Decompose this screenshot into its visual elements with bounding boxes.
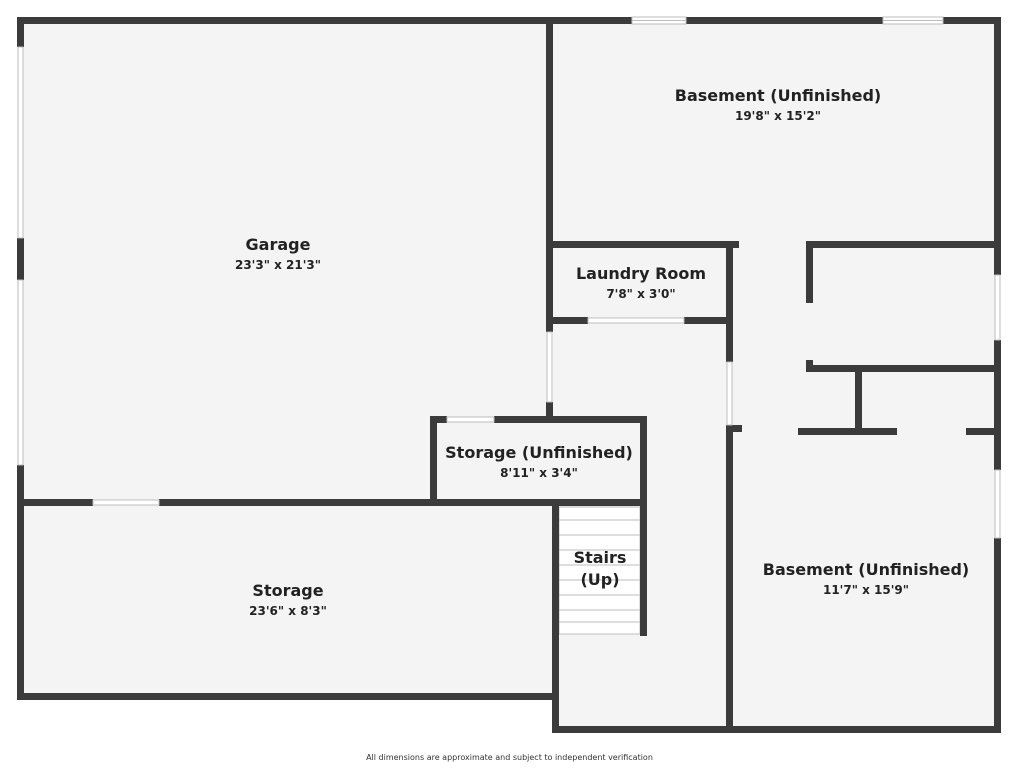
openings <box>17 16 1001 539</box>
room-dims-garage: 23'3" x 21'3" <box>235 258 321 272</box>
door-storage <box>92 499 160 506</box>
door-hall-basement <box>726 361 733 426</box>
door-garage-hall <box>546 331 553 403</box>
room-dims-basement-top: 19'8" x 15'2" <box>735 109 821 123</box>
floor-storage <box>22 505 555 696</box>
wall-closet-post <box>855 365 862 435</box>
wall-laundry-bottom-right <box>684 317 733 324</box>
floor-basement-right <box>732 244 998 727</box>
wall-hall-right-stub <box>726 425 742 432</box>
wall-garage-right-lower <box>546 402 553 422</box>
room-name-basement-bottom: Basement (Unfinished) <box>763 560 969 579</box>
room-name-garage: Garage <box>246 235 311 254</box>
wall-left-mid <box>17 238 24 280</box>
door-storage-small <box>446 416 495 423</box>
room-name-storage-small: Storage (Unfinished) <box>445 443 633 462</box>
wall-bottom-hall-left <box>552 693 559 733</box>
room-dims-storage-small: 8'11" x 3'4" <box>500 466 578 480</box>
wall-storage-top-right <box>159 499 647 506</box>
wall-bottom-storage <box>17 693 559 700</box>
floor-laundry <box>553 246 730 320</box>
wall-bottom <box>552 726 1001 733</box>
wall-left-lower <box>17 465 24 700</box>
wall-storage-small-top-right <box>494 416 647 423</box>
floor-basement-top <box>553 22 998 244</box>
room-name-laundry: Laundry Room <box>576 264 706 283</box>
wall-storage-right <box>552 499 559 700</box>
wall-storage-small-left <box>430 416 437 506</box>
wall-right-lower <box>994 538 1001 733</box>
door-garage-left-1 <box>17 46 24 239</box>
wall-closet-top <box>806 241 1001 248</box>
wall-right-stub <box>966 428 1001 435</box>
wall-storage-small-top-left <box>430 416 447 423</box>
wall-storage-top-left <box>17 499 93 506</box>
wall-storage-small-right <box>640 416 647 636</box>
wall-hall-right <box>726 425 733 733</box>
room-dims-storage: 23'6" x 8'3" <box>249 604 327 618</box>
wall-laundry-top <box>546 241 739 248</box>
room-dims-laundry: 7'8" x 3'0" <box>606 287 675 301</box>
room-name-stairs: Stairs <box>574 548 627 567</box>
window-right-1 <box>994 274 1001 341</box>
door-laundry <box>587 317 685 324</box>
room-name-storage: Storage <box>252 581 323 600</box>
floor-storage-small <box>435 421 643 501</box>
wall-laundry-bottom-left <box>546 317 588 324</box>
room-labels: Garage 23'3" x 21'3" Basement (Unfinishe… <box>235 86 969 618</box>
wall-right-mid <box>994 340 1001 470</box>
room-dims-basement-bottom: 11'7" x 15'9" <box>823 583 909 597</box>
door-garage-left-2 <box>17 279 24 466</box>
window-right-2 <box>994 469 1001 539</box>
disclaimer-text: All dimensions are approximate and subje… <box>366 753 653 762</box>
wall-top <box>17 17 1001 24</box>
wall-closet-bottom <box>806 365 1001 372</box>
wall-garage-right <box>546 17 553 332</box>
wall-closet-left <box>806 241 813 303</box>
wall-closet-bar <box>798 428 897 435</box>
room-name-basement-top: Basement (Unfinished) <box>675 86 881 105</box>
wall-left-upper <box>17 17 24 47</box>
wall-right-upper <box>994 17 1001 275</box>
room-name-stairs-direction: (Up) <box>580 570 619 589</box>
wall-laundry-right <box>726 241 733 362</box>
walls <box>17 17 1001 733</box>
floor-areas <box>22 22 998 727</box>
